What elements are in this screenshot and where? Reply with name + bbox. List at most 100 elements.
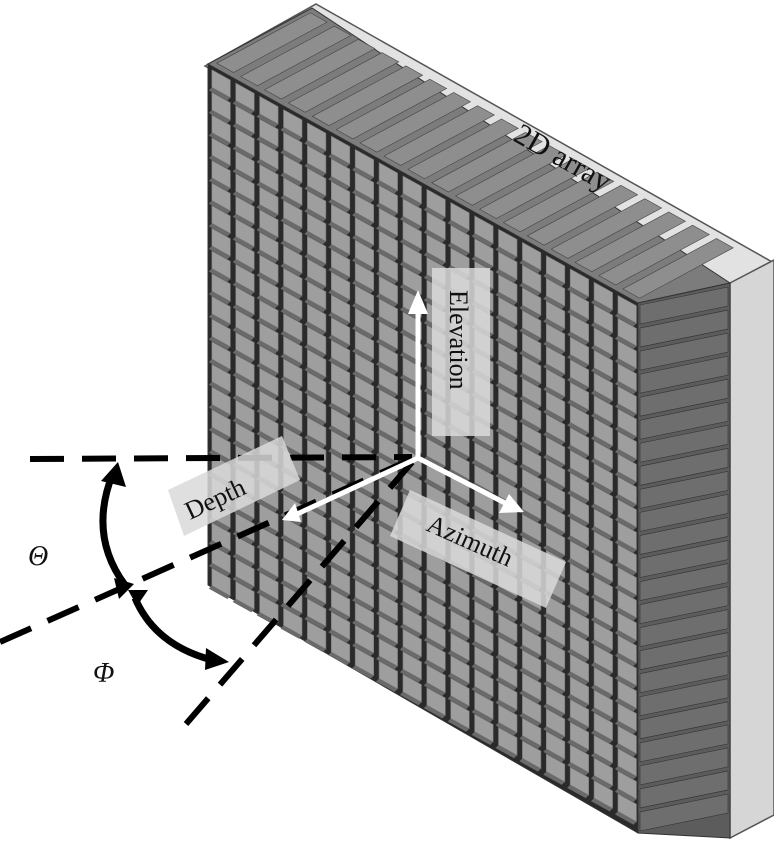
array-element-side <box>232 100 255 114</box>
array-element-side <box>304 570 326 585</box>
array-element-side <box>376 248 398 262</box>
array-element-side <box>614 403 637 417</box>
array-element-side <box>614 766 637 780</box>
top-element-strip <box>502 171 615 233</box>
array-element-side <box>495 337 518 351</box>
horizontal-reference-line <box>29 454 413 462</box>
array-element-side <box>543 318 565 332</box>
array-element-side <box>614 516 637 531</box>
array-element-side <box>256 317 279 332</box>
array-element-side <box>519 531 541 546</box>
array-element-side <box>304 276 326 290</box>
array-element-side <box>519 486 541 500</box>
array-element-side <box>328 289 350 303</box>
array-element-side <box>376 225 398 239</box>
array-element-side <box>567 784 589 799</box>
array-element-side <box>519 622 541 636</box>
array-element-side <box>399 238 422 253</box>
array-element-side <box>376 316 398 330</box>
top-element-strip <box>574 211 687 272</box>
array-element-side <box>447 650 470 664</box>
array-element-side <box>280 353 303 367</box>
array-element-side <box>232 304 255 318</box>
array-element-side <box>543 680 565 695</box>
array-element-side <box>591 458 613 472</box>
array-element-side <box>280 195 303 209</box>
array-element-side <box>423 456 446 470</box>
array-element-side <box>376 678 398 692</box>
array-element-side <box>567 716 589 731</box>
array-element-side <box>352 234 374 249</box>
array-element-side <box>567 626 589 640</box>
side-element-strip <box>639 770 729 809</box>
array-element-side <box>543 545 565 559</box>
top-element-strip <box>287 52 400 113</box>
side-element-strip <box>639 378 729 417</box>
array-element-side <box>423 591 446 606</box>
side-element-strip <box>639 724 729 763</box>
array-element-side <box>328 244 350 258</box>
top-element-strip <box>455 145 567 206</box>
side-element-strip <box>639 632 729 671</box>
array-element-side <box>495 631 518 646</box>
array-element-side <box>471 641 494 655</box>
top-element-strip <box>407 118 519 180</box>
array-element-side <box>376 338 398 353</box>
array-element-side <box>519 350 541 364</box>
array-element-side <box>376 429 398 443</box>
side-element-strip <box>639 793 729 832</box>
array-element-side <box>495 246 518 260</box>
array-element-side <box>614 494 637 508</box>
array-element-side <box>328 176 350 190</box>
array-element-side <box>591 480 613 495</box>
array-element-side <box>304 457 326 471</box>
array-element-side <box>352 552 374 566</box>
array-element-side <box>614 630 637 644</box>
side-element-strip <box>639 401 729 440</box>
array-element-side <box>447 627 470 642</box>
array-element-side <box>208 223 231 237</box>
array-element-side <box>208 87 231 101</box>
array-element-side <box>232 191 255 205</box>
array-element-side <box>376 520 398 534</box>
side-element-strip <box>639 355 729 394</box>
side-element-strip <box>639 563 729 601</box>
side-element-strip <box>639 470 729 509</box>
array-element-side <box>614 448 637 463</box>
array-element-side <box>328 652 350 666</box>
angle-arcs <box>99 471 213 664</box>
array-element-side <box>519 735 541 749</box>
array-element-side <box>304 389 326 403</box>
array-element-side <box>495 654 518 668</box>
array-element-side <box>208 200 231 214</box>
array-element-side <box>567 445 589 459</box>
theta-label: Θ <box>28 541 48 572</box>
array-element-side <box>471 573 494 587</box>
array-element-side <box>280 240 303 254</box>
theta-arrowhead-bottom <box>114 578 134 599</box>
array-element-side <box>471 233 494 247</box>
phi-arrowhead-top <box>128 590 148 606</box>
array-element-side <box>543 703 565 717</box>
array-element-side <box>280 421 303 435</box>
array-element-side <box>328 334 350 349</box>
array-element-side <box>232 508 255 522</box>
array-element-side <box>567 535 589 549</box>
array-element-side <box>208 132 231 146</box>
depth-arrowhead <box>282 503 301 522</box>
array-element-side <box>567 603 589 617</box>
arc-arrowheads <box>101 462 229 670</box>
array-element-side <box>304 253 326 268</box>
array-element-side <box>352 212 374 226</box>
array-element-side <box>304 593 326 607</box>
array-element-side <box>352 416 374 430</box>
array-element-side <box>208 381 231 396</box>
array-element-side <box>614 358 637 372</box>
axis-arrows <box>282 290 524 522</box>
top-element-strip <box>216 12 328 73</box>
side-element-strip <box>639 701 729 740</box>
array-element-side <box>567 513 589 527</box>
array-element-side <box>567 467 589 482</box>
array-element-side <box>591 752 613 767</box>
array-element-side <box>495 382 518 396</box>
